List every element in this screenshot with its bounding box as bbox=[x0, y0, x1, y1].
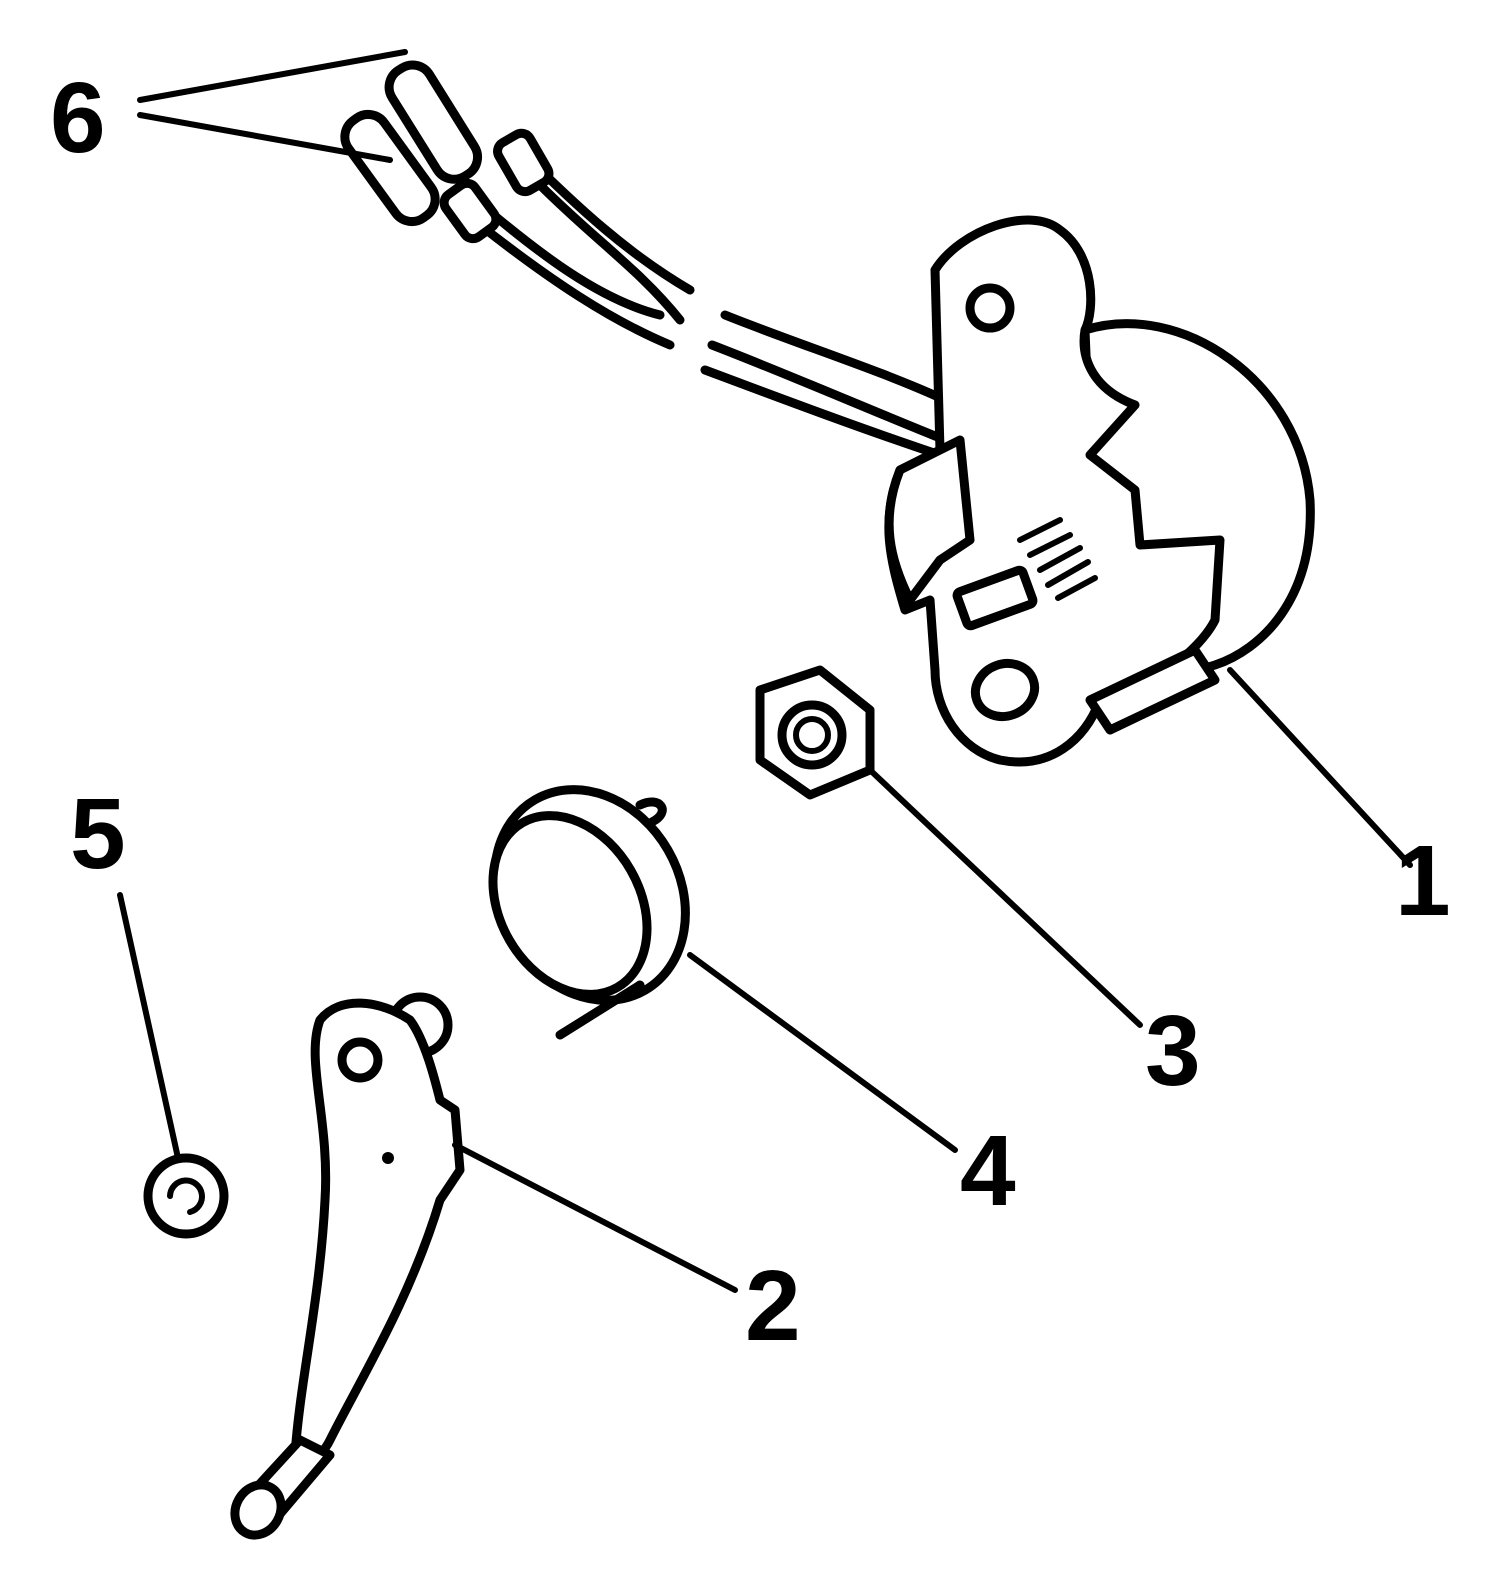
retaining-clip-part bbox=[143, 1153, 229, 1239]
callout-1: 1 bbox=[1395, 825, 1451, 937]
switch-body-part bbox=[884, 215, 1315, 767]
lever-arm-part bbox=[230, 992, 465, 1540]
leader-6-a bbox=[137, 49, 408, 103]
callout-6: 6 bbox=[50, 62, 106, 174]
torsion-spring-part bbox=[488, 785, 690, 1040]
leader-1 bbox=[1227, 667, 1413, 868]
callout-3: 3 bbox=[1145, 995, 1201, 1107]
leader-5 bbox=[117, 892, 181, 1161]
callout-5: 5 bbox=[70, 778, 126, 890]
leader-6-b bbox=[137, 112, 393, 163]
callout-2: 2 bbox=[745, 1250, 801, 1362]
leader-3 bbox=[867, 767, 1143, 1028]
hex-nut-part bbox=[755, 665, 875, 800]
leader-2 bbox=[452, 1142, 738, 1293]
leader-4 bbox=[687, 952, 958, 1153]
leader-lines bbox=[117, 49, 1413, 1293]
callout-4: 4 bbox=[960, 1115, 1016, 1227]
wire-leads-part bbox=[340, 60, 950, 460]
